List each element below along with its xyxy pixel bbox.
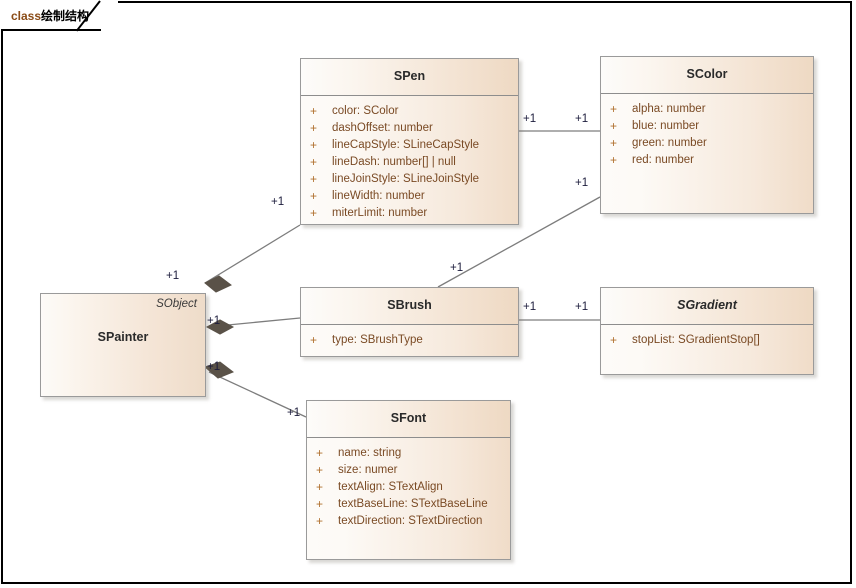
class-name-sbrush: SBrush — [387, 298, 432, 312]
attribute-row: + blue: number — [601, 118, 813, 135]
class-box-sfont[interactable]: SFont + name: string + size: numer + tex… — [306, 400, 511, 560]
class-attributes-scolor: + alpha: number + blue: number + green: … — [601, 94, 813, 169]
class-name-scolor: SColor — [686, 67, 728, 81]
attribute-row: + textBaseLine: STextBaseLine — [307, 496, 510, 513]
class-header-scolor: SColor — [601, 57, 813, 94]
class-attributes-spen: + color: SColor + dashOffset: number + l… — [301, 96, 518, 222]
attribute-text: alpha: number — [632, 103, 706, 115]
class-stereotype-spainter: SObject — [156, 298, 197, 310]
attribute-visibility: + — [610, 333, 618, 347]
attribute-visibility: + — [316, 480, 324, 494]
class-header-sbrush: SBrush — [301, 288, 518, 325]
attribute-row: + miterLimit: number — [301, 205, 518, 222]
multiplicity-painter-pen-source: +1 — [166, 270, 180, 282]
diagram-title-keyword: class — [11, 9, 42, 23]
attribute-text: name: string — [338, 447, 402, 459]
attribute-row: + textAlign: STextAlign — [307, 479, 510, 496]
attribute-text: lineDash: number[] | null — [332, 156, 456, 168]
attribute-visibility: + — [310, 189, 318, 203]
class-box-scolor[interactable]: SColor + alpha: number + blue: number + … — [600, 56, 814, 214]
attribute-text: red: number — [632, 154, 695, 166]
attribute-text: textAlign: STextAlign — [338, 481, 443, 493]
class-header-spen: SPen — [301, 59, 518, 96]
attribute-visibility: + — [316, 446, 324, 460]
attribute-visibility: + — [310, 121, 318, 135]
attribute-row: + color: SColor — [301, 103, 518, 120]
attribute-row: + lineJoinStyle: SLineJoinStyle — [301, 171, 518, 188]
attribute-text: dashOffset: number — [332, 122, 433, 134]
attribute-row: + size: numer — [307, 462, 510, 479]
attribute-row: + type: SBrushType — [301, 332, 518, 349]
attribute-visibility: + — [310, 172, 318, 186]
title-tab-bottom-border — [1, 29, 101, 31]
attribute-row: + alpha: number — [601, 101, 813, 118]
attribute-row: + textDirection: STextDirection — [307, 513, 510, 530]
class-attributes-sfont: + name: string + size: numer + textAlign… — [307, 438, 510, 530]
attribute-text: size: numer — [338, 464, 398, 476]
attribute-visibility: + — [316, 497, 324, 511]
diagram-title-text: class绘制结构 — [11, 7, 89, 24]
attribute-row: + red: number — [601, 152, 813, 169]
attribute-row: + name: string — [307, 445, 510, 462]
multiplicity-pen-color-source: +1 — [523, 113, 537, 125]
attribute-visibility: + — [310, 333, 318, 347]
diagram-title-label: 绘制结构 — [41, 9, 90, 23]
multiplicity-painter-font-target: +1 — [287, 407, 301, 419]
multiplicity-pen-color-target: +1 — [575, 113, 589, 125]
attribute-visibility: + — [310, 206, 318, 220]
attribute-visibility: + — [316, 463, 324, 477]
multiplicity-brush-gradient-source: +1 — [523, 301, 537, 313]
class-name-spainter: SPainter — [97, 330, 149, 344]
attribute-text: color: SColor — [332, 105, 399, 117]
attribute-visibility: + — [610, 102, 618, 116]
attribute-visibility: + — [310, 104, 318, 118]
class-name-sgradient: SGradient — [677, 298, 737, 312]
multiplicity-painter-pen-target: +1 — [271, 196, 285, 208]
attribute-text: lineJoinStyle: SLineJoinStyle — [332, 173, 480, 185]
attribute-text: textDirection: STextDirection — [338, 515, 483, 527]
class-box-sgradient[interactable]: SGradient + stopList: SGradientStop[] — [600, 287, 814, 375]
attribute-text: stopList: SGradientStop[] — [632, 334, 760, 346]
attribute-visibility: + — [310, 155, 318, 169]
attribute-visibility: + — [610, 119, 618, 133]
class-box-spainter[interactable]: SObject SPainter — [40, 293, 206, 397]
attribute-row: + lineWidth: number — [301, 188, 518, 205]
attribute-row: + stopList: SGradientStop[] — [601, 332, 813, 349]
multiplicity-painter-brush-target: +1 — [450, 262, 464, 274]
attribute-text: lineWidth: number — [332, 190, 425, 202]
attribute-visibility: + — [310, 138, 318, 152]
class-box-spen[interactable]: SPen + color: SColor + dashOffset: numbe… — [300, 58, 519, 225]
attribute-row: + green: number — [601, 135, 813, 152]
attribute-row: + lineDash: number[] | null — [301, 154, 518, 171]
attribute-text: blue: number — [632, 120, 700, 132]
attribute-text: miterLimit: number — [332, 207, 428, 219]
class-header-sgradient: SGradient — [601, 288, 813, 325]
multiplicity-brush-color-target: +1 — [575, 177, 589, 189]
class-header-spainter: SObject SPainter — [41, 294, 205, 396]
attribute-visibility: + — [610, 136, 618, 150]
class-attributes-sbrush: + type: SBrushType — [301, 325, 518, 349]
class-box-sbrush[interactable]: SBrush + type: SBrushType — [300, 287, 519, 357]
class-name-spen: SPen — [393, 69, 426, 83]
attribute-row: + dashOffset: number — [301, 120, 518, 137]
class-header-sfont: SFont — [307, 401, 510, 438]
attribute-visibility: + — [316, 514, 324, 528]
attribute-text: textBaseLine: STextBaseLine — [338, 498, 488, 510]
attribute-text: green: number — [632, 137, 707, 149]
class-attributes-sgradient: + stopList: SGradientStop[] — [601, 325, 813, 349]
multiplicity-painter-font-source: +1 — [207, 361, 221, 373]
multiplicity-painter-brush-source: +1 — [207, 315, 221, 327]
attribute-text: type: SBrushType — [332, 334, 423, 346]
attribute-row: + lineCapStyle: SLineCapStyle — [301, 137, 518, 154]
attribute-text: lineCapStyle: SLineCapStyle — [332, 139, 480, 151]
class-name-sfont: SFont — [390, 411, 427, 425]
multiplicity-brush-gradient-target: +1 — [575, 301, 589, 313]
attribute-visibility: + — [610, 153, 618, 167]
